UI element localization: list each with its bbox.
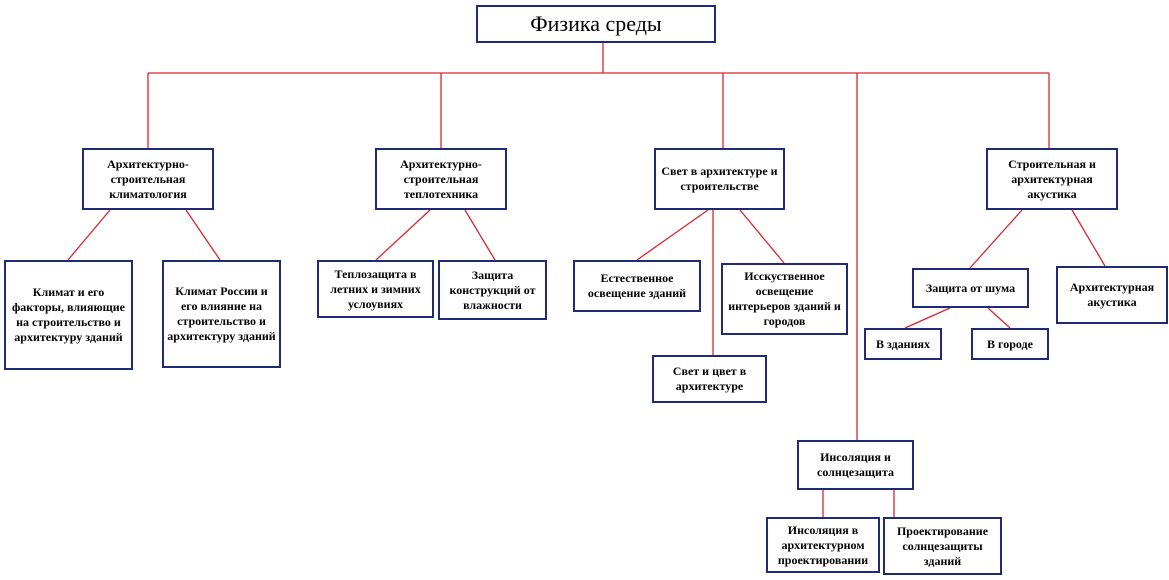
- connector-line-16: [904, 307, 951, 329]
- node-acoustics: Строительная и архитектурная акустика: [986, 148, 1118, 210]
- connector-line-11: [636, 209, 709, 261]
- node-light: Свет в архитектуре и строительстве: [654, 148, 785, 210]
- connector-line-13: [739, 209, 785, 264]
- node-in-city: В городе: [971, 328, 1049, 360]
- node-sun-protection-design: Проектирование солнцезащиты зданий: [883, 517, 1002, 575]
- connector-line-14: [969, 209, 1023, 269]
- connector-line-15: [1071, 209, 1106, 267]
- node-insolation-design: Инсоляция в архитектурном проектировании: [766, 517, 880, 573]
- connector-line-9: [375, 209, 431, 261]
- connector-line-10: [464, 209, 496, 261]
- connector-group: [67, 43, 1106, 517]
- connector-line-8: [185, 209, 221, 261]
- node-artificial-light: Исскуственное освещение интерьеров здани…: [721, 263, 848, 335]
- node-heat-protection: Теплозащита в летних и зимних услоувиях: [317, 260, 434, 318]
- node-climate-factors: Климат и его факторы, влияющие на строит…: [4, 260, 133, 370]
- node-root: Физика среды: [476, 5, 716, 43]
- node-light-color: Свет и цвет в архитектуре: [652, 355, 767, 403]
- node-in-buildings: В зданиях: [864, 328, 942, 360]
- node-arch-acoustics: Архитектурная акустика: [1056, 266, 1168, 324]
- node-natural-light: Естественное освещение зданий: [573, 260, 701, 312]
- node-climate-russia: Климат России и его влияние на строитель…: [162, 260, 281, 368]
- node-insolation: Инсоляция и солнцезащита: [797, 440, 914, 490]
- connector-line-17: [987, 307, 1011, 329]
- node-climatology: Архитектурно-строительная климатология: [82, 148, 214, 210]
- node-thermal: Архитектурно-строительная теплотехника: [375, 148, 507, 210]
- node-moisture-protection: Защита конструкций от влажности: [438, 260, 547, 320]
- node-noise-protection: Защита от шума: [912, 268, 1029, 308]
- connector-line-7: [67, 209, 111, 261]
